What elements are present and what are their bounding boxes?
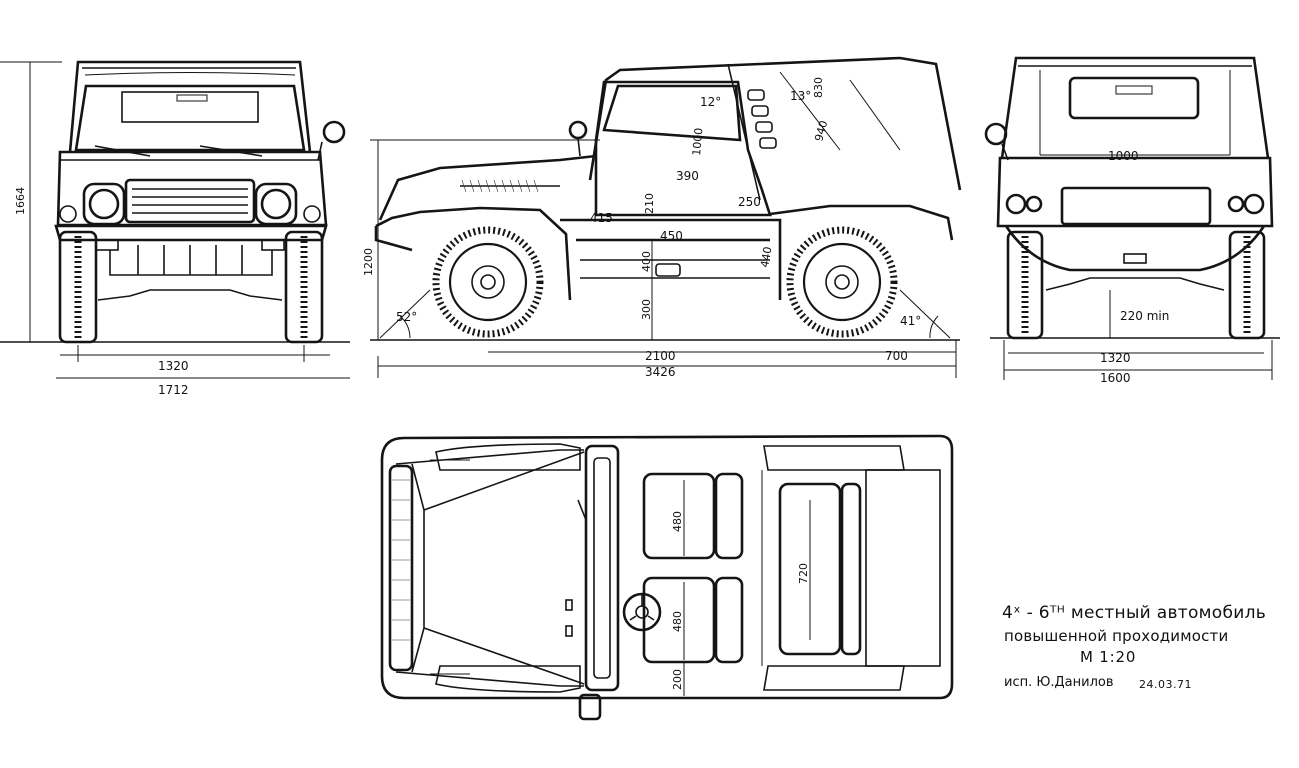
- dim-1000: 1000: [690, 127, 705, 156]
- front-height-dim: 1664: [14, 187, 27, 215]
- dim-940: 940: [812, 119, 830, 143]
- seat-gap-dim: 200: [671, 669, 684, 690]
- date-label: 24.03.71: [1139, 678, 1192, 691]
- rear-view: 1000 220 min 1320 1600: [984, 56, 1280, 385]
- length-dim: 3426: [645, 365, 676, 379]
- front-width-dim: 1712: [158, 383, 189, 397]
- side-view: 1200 2100 700 3426 52° 41° 300 830 940 1…: [362, 56, 962, 379]
- windshield-angle: 12°: [700, 95, 721, 109]
- rear-ground-clearance-dim: 220 min: [1120, 309, 1169, 323]
- dim-250: 250: [738, 195, 761, 209]
- dim-400: 400: [640, 251, 653, 272]
- rear-inner-width-dim: 1000: [1108, 149, 1139, 163]
- rear-track-dim: 1320: [1100, 351, 1131, 365]
- rear-width-dim: 1600: [1100, 371, 1131, 385]
- scale-label: М 1:20: [1080, 648, 1137, 666]
- title-line-2: повышенной проходимости: [1004, 627, 1229, 645]
- front-seat-bottom-dim: 480: [671, 611, 684, 632]
- rear-angle: 13°: [790, 89, 811, 103]
- dim-210: 210: [643, 193, 656, 214]
- top-view: 480 480 720 200: [380, 434, 954, 721]
- dim-450: 450: [660, 229, 683, 243]
- dim-390: 390: [676, 169, 699, 183]
- departure-angle: 41°: [900, 314, 921, 328]
- side-height-dim: 1200: [362, 248, 375, 276]
- rear-seat-dim: 720: [797, 563, 810, 584]
- front-track-dim: 1320: [158, 359, 189, 373]
- dim-415: 415: [590, 211, 613, 225]
- front-view: 1664 1320 1712: [0, 60, 350, 397]
- author-label: исп. Ю.Данилов: [1004, 675, 1114, 690]
- dim-440: 440: [758, 246, 774, 269]
- title-line-1: 4ˣ - 6ᵀᴴ местный автомобиль: [1002, 603, 1267, 623]
- ground-clearance-dim: 300: [640, 299, 653, 320]
- rear-overhang-dim: 700: [885, 349, 908, 363]
- dim-830: 830: [812, 77, 825, 98]
- front-seat-top-dim: 480: [671, 511, 684, 532]
- wheelbase-dim: 2100: [645, 349, 676, 363]
- approach-angle: 52°: [396, 310, 417, 324]
